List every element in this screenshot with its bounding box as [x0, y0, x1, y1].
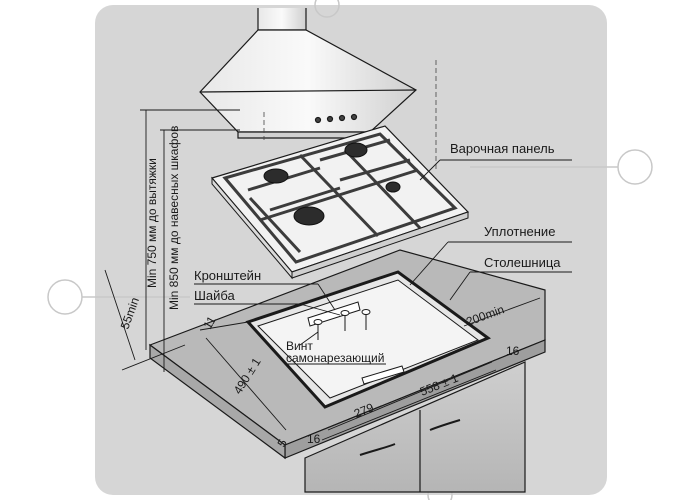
label-screw-line2: самонарезающий	[286, 351, 384, 365]
label-cabinet-min: Min 850 мм до навесных шкафов	[167, 126, 181, 310]
label-hood-min: Min 750 мм до вытяжки	[145, 158, 159, 288]
dim-16-left: 16	[307, 432, 321, 446]
label-bracket: Кронштейн	[194, 268, 261, 283]
dimension-lines	[104, 109, 572, 441]
burners	[263, 142, 401, 226]
label-hob: Варочная панель	[450, 141, 555, 156]
label-countertop: Столешница	[484, 255, 561, 270]
hob	[210, 125, 470, 280]
label-seal: Уплотнение	[484, 224, 555, 239]
cabinet	[304, 361, 526, 493]
dashed-guides	[263, 60, 437, 170]
screws	[313, 309, 371, 340]
dim-16-right: 16	[506, 344, 520, 358]
label-screw-line1: Винт	[286, 339, 313, 353]
label-washer: Шайба	[194, 288, 236, 303]
